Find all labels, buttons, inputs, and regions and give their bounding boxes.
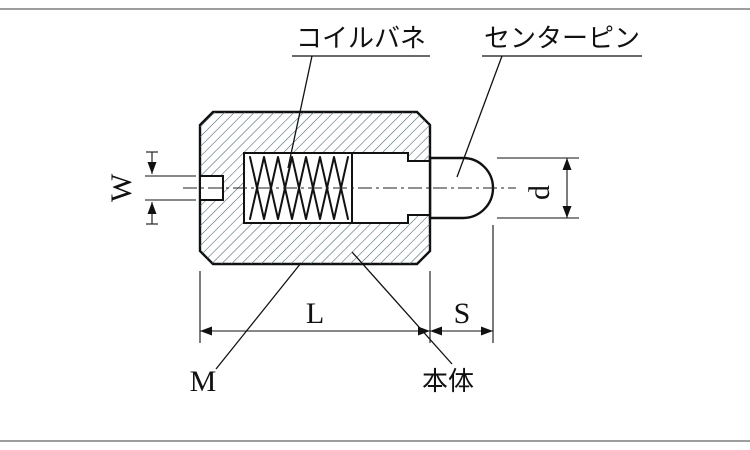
label-body-text: 本体: [422, 367, 474, 397]
label-coil-spring-text: コイルバネ: [296, 24, 426, 54]
center-pin-head: [428, 156, 495, 220]
dim-s: S: [430, 225, 494, 343]
label-m-leader: [215, 262, 302, 370]
label-center-pin: センターピン: [456, 24, 642, 178]
dim-l-label: L: [306, 297, 324, 330]
label-center-pin-leader: [456, 55, 503, 178]
label-body: 本体: [351, 251, 474, 397]
coil-spring: [249, 156, 349, 220]
label-m: M: [190, 262, 302, 398]
label-coil-spring: コイルバネ: [287, 24, 430, 169]
dim-w: W: [105, 151, 196, 225]
dim-s-label: S: [454, 297, 471, 330]
label-center-pin-text: センターピン: [484, 24, 640, 54]
dim-l: L: [199, 271, 431, 343]
dim-d: d: [497, 157, 579, 219]
coil-spring-back-line: [249, 156, 349, 220]
label-m-text: M: [190, 365, 217, 398]
dim-d-label: d: [523, 185, 556, 200]
label-coil-spring-leader: [287, 55, 313, 169]
label-body-leader: [351, 251, 453, 365]
dim-w-label: W: [105, 173, 138, 202]
